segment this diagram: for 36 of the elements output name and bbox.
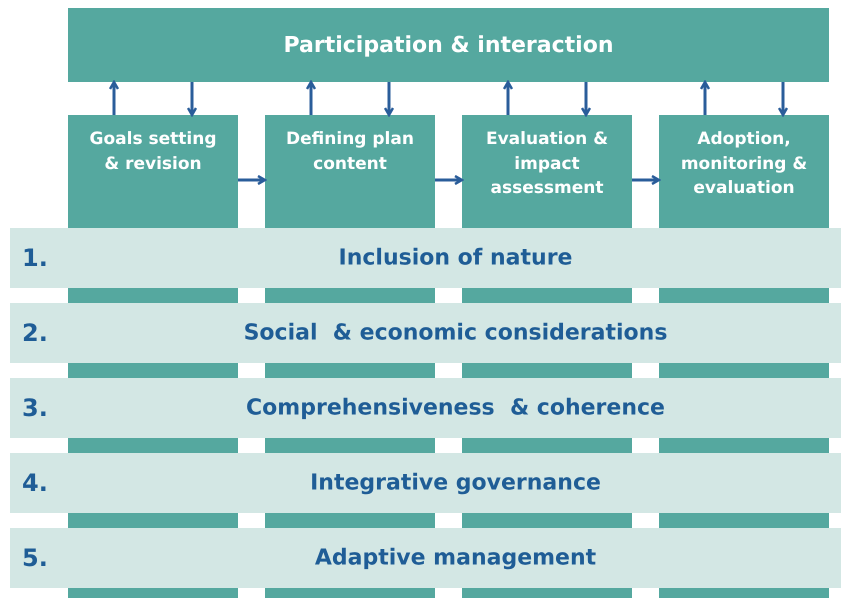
stage-title: Defining plan content bbox=[285, 128, 415, 176]
stage-column bbox=[265, 115, 435, 228]
header-title: Participation & interaction bbox=[283, 32, 614, 58]
principle-title: Adaptive management bbox=[314, 546, 598, 570]
principle-number: 2. bbox=[22, 319, 48, 347]
stage-column bbox=[659, 115, 829, 228]
stage-column bbox=[68, 115, 238, 228]
stage-title: Adoption, monitoring & evaluation bbox=[680, 128, 808, 200]
principle-number: 5. bbox=[22, 544, 48, 572]
principle-band bbox=[10, 303, 841, 363]
principle-number: 3. bbox=[22, 394, 48, 422]
arrow bbox=[108, 80, 120, 115]
arrow bbox=[306, 80, 316, 115]
arrow bbox=[778, 82, 788, 116]
arrow bbox=[186, 82, 198, 116]
stage-title: Goals setting & revision bbox=[88, 128, 218, 176]
principle-band bbox=[10, 528, 841, 588]
principle-title: Inclusion of nature bbox=[338, 246, 574, 270]
principle-title: Integrative governance bbox=[309, 470, 602, 496]
arrow bbox=[632, 174, 660, 186]
arrow bbox=[580, 82, 592, 116]
arrow bbox=[502, 80, 514, 115]
principle-band bbox=[10, 228, 841, 288]
principle-band bbox=[10, 453, 841, 513]
principle-title: Comprehensiveness & coherence bbox=[245, 396, 666, 420]
principle-band bbox=[10, 378, 841, 438]
stage-title: Evaluation & impact assessment bbox=[484, 128, 610, 200]
principle-number: 4. bbox=[22, 469, 48, 497]
stage-column bbox=[462, 115, 632, 228]
arrow bbox=[238, 174, 266, 186]
arrow bbox=[700, 80, 710, 115]
arrow bbox=[384, 82, 394, 116]
principle-title: Social & economic considerations bbox=[242, 320, 668, 346]
header-bar bbox=[68, 8, 829, 82]
arrow bbox=[435, 174, 464, 186]
principle-number: 1. bbox=[22, 244, 48, 272]
